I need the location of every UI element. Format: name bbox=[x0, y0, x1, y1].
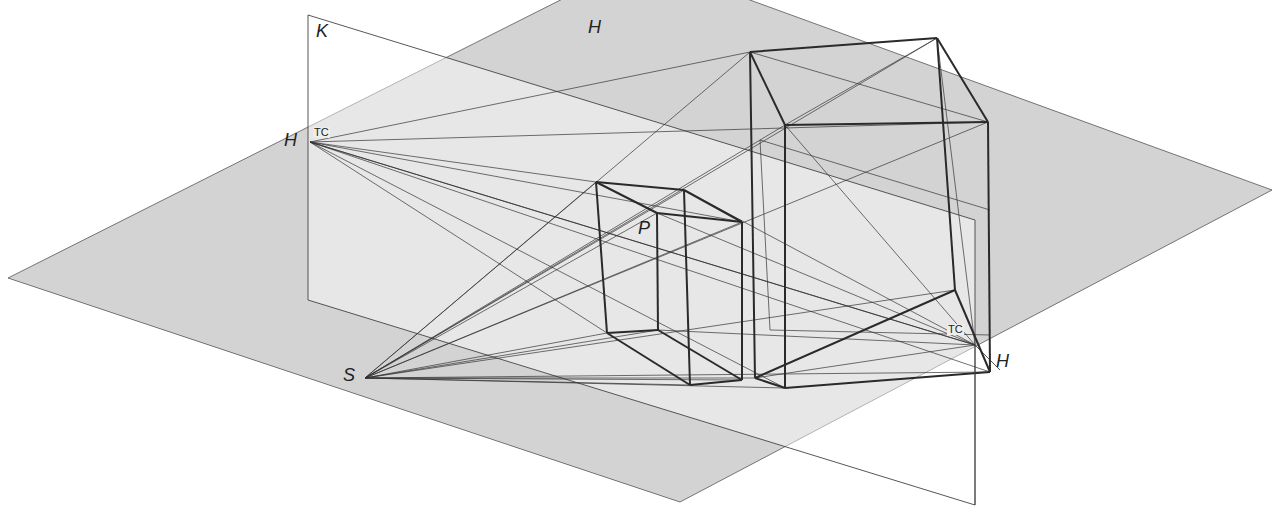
large-cube bbox=[785, 122, 988, 125]
plane-label: H bbox=[284, 131, 297, 149]
small-prism bbox=[657, 213, 742, 222]
small-prism bbox=[741, 222, 743, 380]
large-cube bbox=[937, 38, 955, 290]
projection-ray bbox=[310, 142, 990, 372]
projection-ray bbox=[684, 190, 975, 345]
projection-ray bbox=[760, 140, 770, 330]
projection-ray bbox=[365, 213, 657, 378]
projection-ray bbox=[310, 142, 742, 222]
projection-ray bbox=[365, 290, 955, 378]
plane-label: H bbox=[996, 352, 1009, 370]
large-cube bbox=[784, 125, 786, 388]
point-label: TC bbox=[947, 324, 964, 335]
small-prism bbox=[690, 380, 742, 385]
projection-ray bbox=[310, 142, 607, 333]
large-cube bbox=[785, 372, 990, 388]
projection-ray bbox=[365, 333, 607, 378]
projection-ray bbox=[755, 345, 975, 378]
plane-label: H bbox=[588, 18, 601, 36]
large-cube bbox=[755, 378, 785, 388]
small-prism bbox=[657, 213, 658, 330]
small-prism bbox=[596, 182, 607, 333]
plane-label: K bbox=[316, 22, 328, 40]
small-prism bbox=[596, 182, 657, 213]
projection-ray bbox=[310, 142, 596, 182]
plane-edge bbox=[975, 345, 976, 505]
projection-ray bbox=[310, 52, 750, 142]
point-label: TC bbox=[313, 127, 330, 138]
small-prism bbox=[607, 330, 658, 333]
projection-ray bbox=[310, 142, 975, 345]
projection-ray bbox=[657, 213, 975, 345]
plane-label: P bbox=[638, 219, 650, 237]
large-cube bbox=[750, 52, 785, 125]
projection-ray bbox=[937, 38, 975, 345]
small-prism bbox=[684, 190, 690, 385]
large-cube bbox=[937, 38, 988, 122]
large-cube bbox=[988, 122, 990, 372]
projection-ray bbox=[310, 122, 988, 142]
projection-ray bbox=[365, 378, 785, 388]
large-cube bbox=[750, 38, 937, 52]
projection-ray bbox=[785, 38, 937, 125]
projection-ray bbox=[658, 330, 975, 345]
plane-label: S bbox=[343, 366, 355, 384]
projection-ray bbox=[760, 140, 990, 210]
projection-ray bbox=[365, 125, 785, 378]
projection-ray bbox=[365, 38, 937, 378]
large-cube bbox=[750, 52, 755, 378]
small-prism bbox=[658, 330, 742, 380]
